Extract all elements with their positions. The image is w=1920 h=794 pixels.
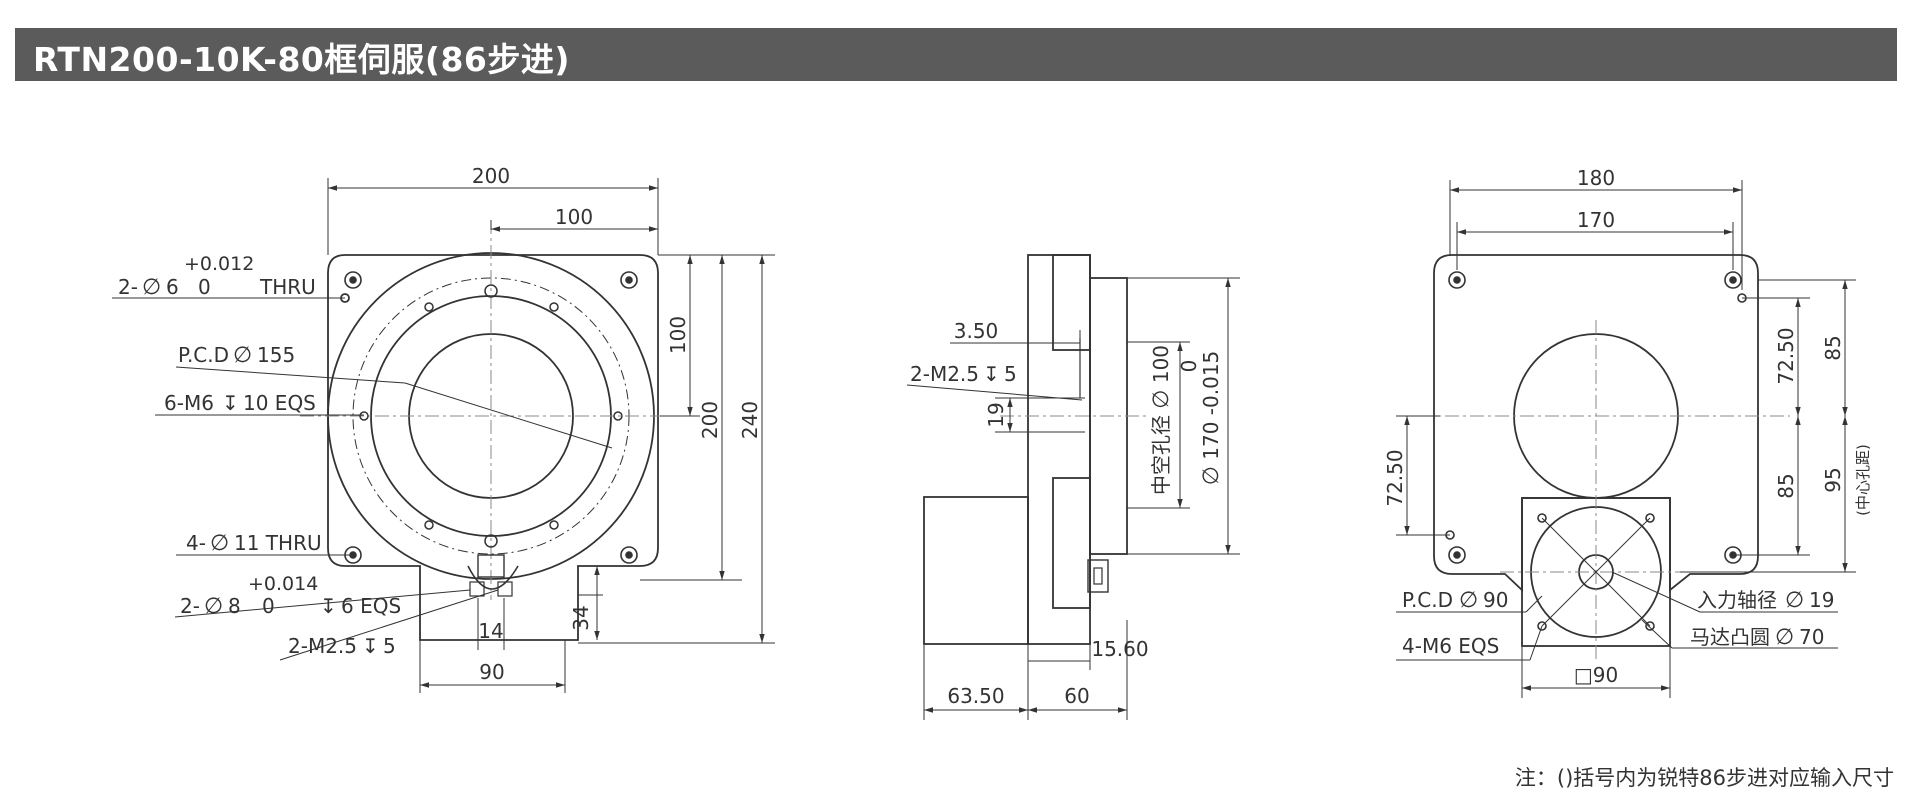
- side-bottom-block: [1052, 477, 1091, 609]
- dia-symbol: ∅: [210, 531, 229, 556]
- dim-180: 180: [1577, 166, 1615, 190]
- back-texts: 180 170 72.50 85 85 95 (中心孔距) 72.50 P.C.…: [1383, 166, 1872, 687]
- dia-symbol: ∅: [1785, 588, 1804, 613]
- dim-front-hole-height: 200: [698, 401, 722, 439]
- hole-tol-upper: +0.012: [184, 253, 254, 275]
- dia-symbol: ∅: [1459, 588, 1478, 613]
- front-view: [300, 220, 690, 641]
- corner-holes: 11 THRU: [234, 531, 322, 555]
- thread-spec: 6-M6: [164, 391, 214, 415]
- side-body: [1027, 254, 1091, 645]
- dim-170: 170: [1577, 208, 1615, 232]
- depth-symbol: ↧: [362, 634, 379, 658]
- input-shaft-value: 19: [1809, 588, 1834, 612]
- side-m25-depth: 5: [1004, 362, 1017, 386]
- hole-prefix: 2-: [118, 275, 138, 299]
- pin-tol-lower: 0: [262, 594, 275, 618]
- back-pcd-value: 90: [1483, 588, 1508, 612]
- thread-depth: 10 EQS: [243, 391, 316, 415]
- dim-60: 60: [1064, 684, 1089, 708]
- dim-side-19: 19: [984, 402, 1008, 427]
- side-texts: 3.50 2-M2.5 ↧ 5 19 中空孔径 ∅ 100 0 ∅ 170 -0…: [910, 319, 1224, 708]
- side-m25-spec: 2-M2.5: [910, 362, 979, 386]
- side-motor: [923, 496, 1029, 645]
- dim-tab-height: 34: [569, 605, 593, 630]
- dia-symbol: ∅: [233, 343, 252, 368]
- input-shaft-label: 入力轴径: [1697, 588, 1777, 612]
- dia-symbol: ∅: [1775, 625, 1794, 650]
- front-corner-holes: [344, 271, 638, 564]
- pcd-label: P.C.D: [178, 343, 229, 367]
- back-view: [1420, 254, 1790, 660]
- mount-spec: 4-M6 EQS: [1402, 634, 1499, 658]
- dia-symbol: ∅: [204, 594, 223, 619]
- dim-tab-width: 90: [479, 660, 504, 684]
- dia-symbol: ∅: [1199, 466, 1224, 485]
- flange-value: 90: [1593, 663, 1618, 687]
- pin-prefix: 2-: [180, 594, 200, 618]
- footnote: 注：()括号内为锐特86步进对应输入尺寸: [1514, 766, 1894, 790]
- dim-63-50: 63.50: [947, 684, 1004, 708]
- dia-symbol: ∅: [142, 275, 161, 300]
- dim-front-half-height: 100: [666, 316, 690, 354]
- spigot-tol-upper: 0: [1177, 360, 1201, 373]
- center-distance: (中心孔距): [1854, 444, 1872, 516]
- dim-side-step: 3.50: [954, 319, 999, 343]
- motor-boss-label: 马达凸圆: [1690, 625, 1770, 649]
- pin-dia: 8: [228, 594, 241, 618]
- motor-boss-value: 70: [1799, 625, 1824, 649]
- hole-dia: 6: [166, 275, 179, 299]
- depth-symbol: ↧: [222, 391, 239, 415]
- back-dimensions: [1396, 180, 1856, 698]
- m25-spec: 2-M2.5: [288, 634, 357, 658]
- spigot-tol-lower: -0.015: [1199, 351, 1223, 415]
- pcd-value: 155: [257, 343, 295, 367]
- dim-tab-inner: 14: [478, 619, 503, 643]
- side-top-block: [1052, 254, 1091, 351]
- back-pcd-label: P.C.D: [1402, 588, 1453, 612]
- dim-front-half-width: 100: [555, 205, 593, 229]
- pin-depth: 6 EQS: [341, 594, 401, 618]
- title-bar: RTN200-10K-80框伺服(86步进): [15, 28, 1897, 81]
- svg-text:□90: □90: [1574, 663, 1618, 687]
- bore-label: 中空孔径: [1149, 415, 1173, 495]
- pin-tol-upper: +0.014: [248, 573, 318, 595]
- m25-depth: 5: [383, 634, 396, 658]
- dim-72-50-left: 72.50: [1383, 449, 1407, 506]
- bore-value: 100: [1149, 345, 1173, 383]
- svg-text:∅ 170 -0.015: ∅ 170 -0.015: [1199, 351, 1224, 486]
- front-pcd-holes: [359, 284, 623, 548]
- hole-thru: THRU: [259, 275, 316, 299]
- dim-95: 95: [1821, 467, 1845, 492]
- side-dimensions: [906, 277, 1240, 720]
- dia-symbol: ∅: [1149, 390, 1174, 409]
- hole-tol-lower: 0: [198, 275, 211, 299]
- side-view: [923, 254, 1150, 645]
- dim-front-total-height: 240: [738, 401, 762, 439]
- page-title: RTN200-10K-80框伺服(86步进): [33, 40, 570, 79]
- dim-front-width: 200: [472, 164, 510, 188]
- depth-symbol: ↧: [983, 362, 1000, 386]
- spigot-value: 170: [1199, 422, 1223, 460]
- dim-85-top: 85: [1821, 335, 1845, 360]
- dim-72-50-right: 72.50: [1774, 327, 1798, 384]
- front-body-outline: [327, 254, 659, 641]
- dim-85-bottom: 85: [1774, 473, 1798, 498]
- svg-text:中空孔径 ∅ 100: 中空孔径 ∅ 100: [1149, 345, 1174, 495]
- flange-prefix: □: [1574, 663, 1593, 687]
- corner-holes-prefix: 4-: [186, 531, 206, 555]
- dim-15-60: 15.60: [1091, 637, 1148, 661]
- front-texts: 200 100 100 200 240 +0.012 2- ∅ 6 0 THRU…: [118, 164, 762, 684]
- front-dimensions: [112, 178, 775, 693]
- depth-symbol: ↧: [320, 594, 337, 618]
